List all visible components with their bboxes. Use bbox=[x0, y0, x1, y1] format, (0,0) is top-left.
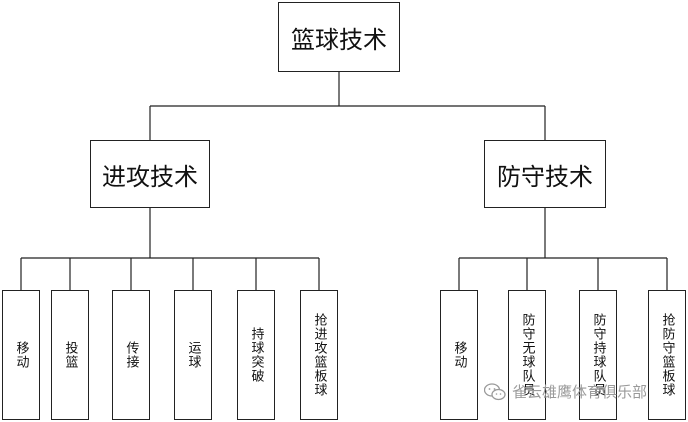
leaf-offense-move: 移动 bbox=[2, 290, 40, 420]
leaf-offense-shoot: 投篮 bbox=[51, 290, 89, 420]
leaf-defense-rebound: 抢防守篮板球 bbox=[648, 290, 686, 420]
leaf-offense-pass: 传接 bbox=[112, 290, 150, 420]
leaf-offense-dribble: 运球 bbox=[174, 290, 212, 420]
leaf-defense-on-ball: 防守持球队员 bbox=[579, 290, 617, 420]
branch-defense-node: 防守技术 bbox=[484, 140, 606, 208]
leaf-defense-off-ball: 防守无球队员 bbox=[508, 290, 546, 420]
leaf-offense-rebound: 抢进攻篮板球 bbox=[300, 290, 338, 420]
root-node: 篮球技术 bbox=[278, 2, 400, 72]
watermark-text: 雀云雄鹰体育俱乐部 bbox=[512, 383, 648, 401]
watermark: 雀云雄鹰体育俱乐部 bbox=[483, 381, 648, 402]
leaf-defense-move: 移动 bbox=[440, 290, 478, 420]
branch-offense-node: 进攻技术 bbox=[90, 140, 210, 208]
leaf-offense-drive: 持球突破 bbox=[237, 290, 275, 420]
wechat-icon bbox=[483, 382, 506, 401]
